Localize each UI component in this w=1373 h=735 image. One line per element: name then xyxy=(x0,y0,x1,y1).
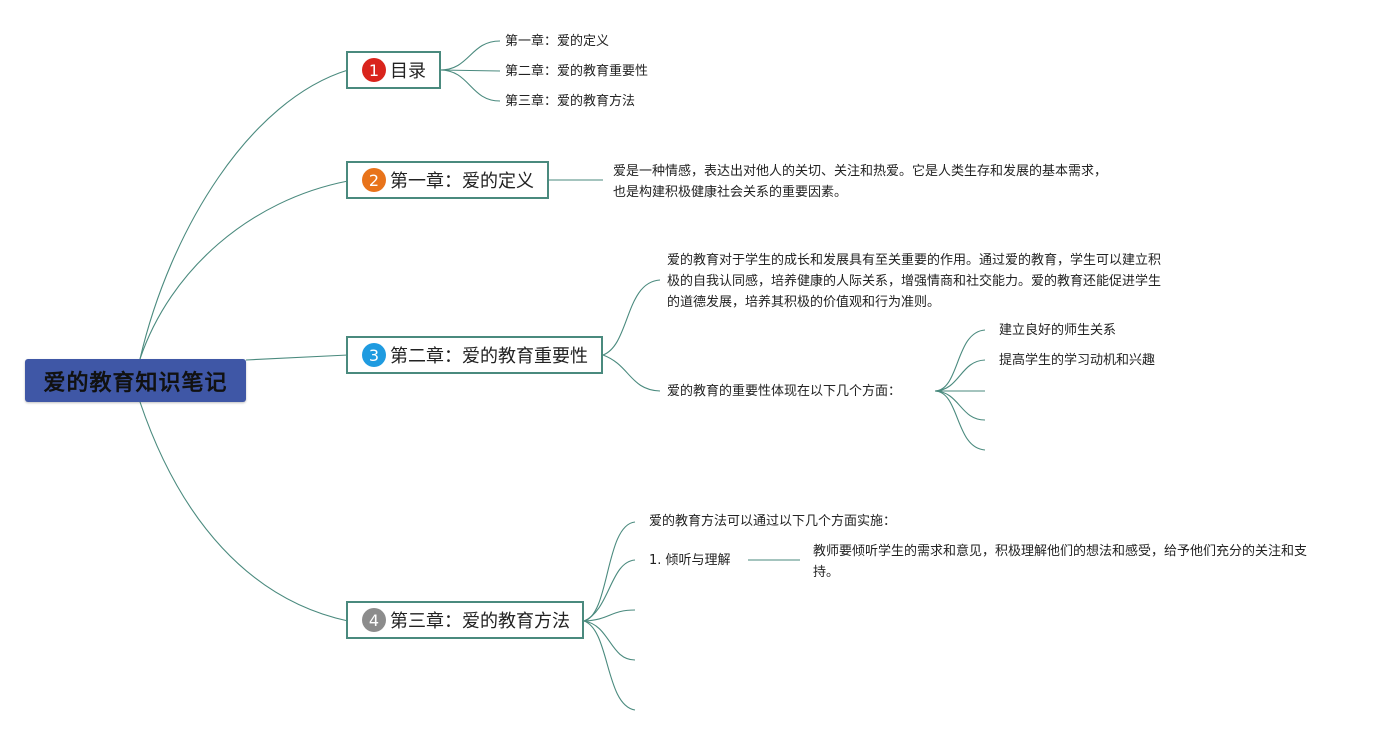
link-topic3-aspects xyxy=(602,354,661,392)
link-aspect-4 xyxy=(934,390,986,421)
contents-item-chapter1[interactable]: 第一章：爱的定义 xyxy=(505,34,610,49)
topic-chapter2[interactable]: 3 第二章：爱的教育重要性 xyxy=(346,336,603,374)
link-topic4-b3 xyxy=(583,609,636,622)
number-4-icon: 4 xyxy=(362,608,386,632)
link-topic1-child1 xyxy=(439,40,501,71)
link-aspect-2 xyxy=(934,359,986,392)
aspect-item[interactable]: 建立良好的师生关系 xyxy=(999,323,1117,338)
contents-item-chapter3[interactable]: 第三章：爱的教育方法 xyxy=(505,94,636,109)
topic-contents[interactable]: 1 目录 xyxy=(346,51,441,89)
topic-label: 第三章：爱的教育方法 xyxy=(390,611,570,632)
link-topic1-child2 xyxy=(439,69,501,72)
topic-label: 第一章：爱的定义 xyxy=(390,171,534,192)
link-topic1-child3 xyxy=(439,69,501,102)
link-root-topic3 xyxy=(245,354,349,361)
link-aspect-5 xyxy=(934,390,986,451)
topic-chapter1[interactable]: 2 第一章：爱的定义 xyxy=(346,161,549,199)
number-2-icon: 2 xyxy=(362,168,386,192)
topic-chapter3[interactable]: 4 第三章：爱的教育方法 xyxy=(346,601,584,639)
chapter2-aspects-label[interactable]: 爱的教育的重要性体现在以下几个方面： xyxy=(667,384,902,399)
number-3-icon: 3 xyxy=(362,343,386,367)
link-topic3-text xyxy=(602,279,661,356)
link-topic4-method1 xyxy=(583,559,636,622)
method-listening-detail[interactable]: 教师要倾听学生的需求和意见，积极理解他们的想法和感受，给予他们充分的关注和支持。 xyxy=(813,544,1308,580)
topic-label: 第二章：爱的教育重要性 xyxy=(390,346,588,367)
central-topic[interactable]: 爱的教育知识笔记 xyxy=(25,359,246,402)
chapter2-importance-text[interactable]: 爱的教育对于学生的成长和发展具有至关重要的作用。通过爱的教育，学生可以建立积极的… xyxy=(667,253,1162,310)
link-topic4-intro xyxy=(583,521,636,622)
link-topic4-b4 xyxy=(583,620,636,661)
contents-item-chapter2[interactable]: 第二章：爱的教育重要性 xyxy=(505,64,649,79)
chapter1-definition-text[interactable]: 爱是一种情感，表达出对他人的关切、关注和热爱。它是人类生存和发展的基本需求，也是… xyxy=(613,164,1108,200)
chapter3-methods-intro[interactable]: 爱的教育方法可以通过以下几个方面实施： xyxy=(649,514,897,529)
link-root-topic2 xyxy=(139,180,349,360)
aspect-item[interactable]: 提高学生的学习动机和兴趣 xyxy=(999,353,1156,368)
number-1-icon: 1 xyxy=(362,58,386,82)
topic-label: 目录 xyxy=(390,61,426,82)
method-listening[interactable]: 1. 倾听与理解 xyxy=(649,553,731,568)
link-aspect-1 xyxy=(934,329,986,392)
link-root-topic4 xyxy=(139,401,349,622)
link-topic4-b5 xyxy=(583,620,636,711)
link-root-topic1 xyxy=(139,69,349,360)
